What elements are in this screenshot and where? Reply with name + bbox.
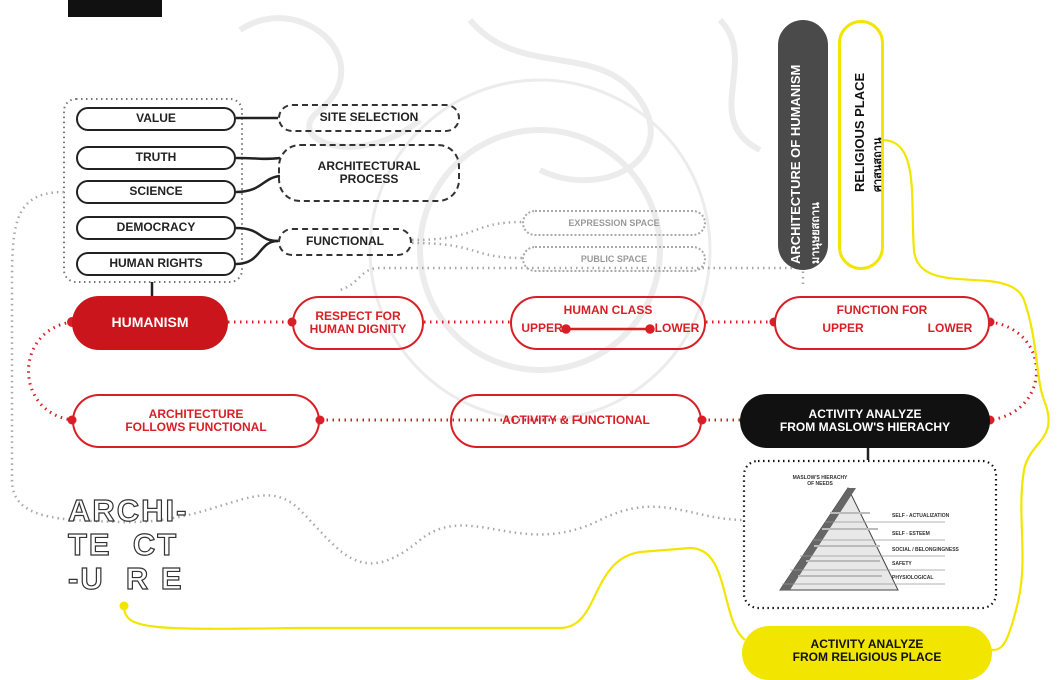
human-class-label: HUMAN CLASS	[563, 303, 653, 318]
activity-functional-pill	[450, 394, 702, 448]
function-for-pill	[774, 296, 990, 350]
value-label: VALUE	[136, 111, 176, 126]
architecture-of-humanism-thai: มานุษยสถาน	[810, 202, 822, 264]
public-space-label: PUBLIC SPACE	[580, 253, 648, 264]
science-box	[76, 180, 236, 204]
human-rights-box	[76, 252, 236, 276]
site-selection-box	[278, 104, 460, 132]
function-for-lower: LOWER	[927, 321, 973, 336]
maslow-level-4: SAFETY	[892, 560, 912, 567]
humanism-label: HUMANISM	[111, 314, 189, 331]
public-space-box	[522, 246, 706, 272]
functional-label: FUNCTIONAL	[306, 234, 384, 249]
maslow-level-3: SOCIAL / BELONGINGNESS	[892, 546, 959, 553]
human-class-lower: LOWER	[654, 321, 700, 336]
maslow-level-2: SELF - ESTEEM	[892, 530, 930, 537]
maslow-level-5: PHYSIOLOGICAL	[892, 574, 934, 581]
expression-space-label: EXPRESSION SPACE	[568, 217, 660, 228]
expression-space-box	[522, 210, 706, 236]
respect-label: RESPECT FOR HUMAN DIGNITY	[309, 308, 407, 336]
functional-box	[278, 228, 412, 256]
architecture-logo-text: ARCHI- TE CT -U R E	[67, 493, 189, 596]
header-bar	[68, 0, 162, 17]
religious-place-label: RELIGIOUS PLACE	[852, 72, 867, 192]
human-class-upper: UPPER	[521, 321, 563, 336]
humanism-pill	[72, 296, 228, 350]
arch-follows-label: ARCHITECTURE FOLLOWS FUNCTIONAL	[125, 406, 267, 434]
science-label: SCIENCE	[129, 184, 183, 199]
truth-box	[76, 146, 236, 170]
activity-religious-label: ACTIVITY ANALYZE FROM RELIGIOUS PLACE	[792, 636, 942, 664]
function-for-label: FUNCTION FOR	[836, 303, 928, 318]
architectural-process-box	[278, 144, 460, 202]
religious-place-thai: ศาสนสถาน	[872, 137, 884, 192]
background-motif	[238, 15, 762, 422]
religious-place-pill	[838, 20, 884, 270]
maslow-title: MASLOW'S HIERACHY OF NEEDS	[792, 475, 848, 487]
human-rights-label: HUMAN RIGHTS	[109, 256, 203, 271]
activity-maslow-pill	[740, 394, 990, 448]
maslow-level-1: SELF - ACTUALIZATION	[892, 512, 950, 519]
activity-maslow-label: ACTIVITY ANALYZE FROM MASLOW'S HIERACHY	[779, 406, 951, 434]
site-selection-label: SITE SELECTION	[319, 110, 419, 125]
truth-label: TRUTH	[135, 150, 177, 165]
maslow-pyramid	[779, 486, 945, 591]
value-box	[76, 107, 236, 131]
arch-follows-pill	[72, 394, 320, 448]
architecture-of-humanism-label: ARCHITECTURE OF HUMANISM	[788, 64, 803, 264]
democracy-label: DEMOCRACY	[116, 220, 196, 235]
architecture-of-humanism-pill	[778, 20, 828, 270]
function-for-upper: UPPER	[822, 321, 864, 336]
democracy-box	[76, 216, 236, 240]
activity-religious-pill	[742, 626, 992, 680]
respect-pill	[292, 296, 424, 350]
activity-functional-label: ACTIVITY & FUNCTIONAL	[502, 413, 650, 428]
maslow-frame	[742, 459, 998, 610]
architectural-process-label: ARCHITECTURAL PROCESS	[317, 158, 421, 186]
human-class-pill	[510, 296, 706, 350]
